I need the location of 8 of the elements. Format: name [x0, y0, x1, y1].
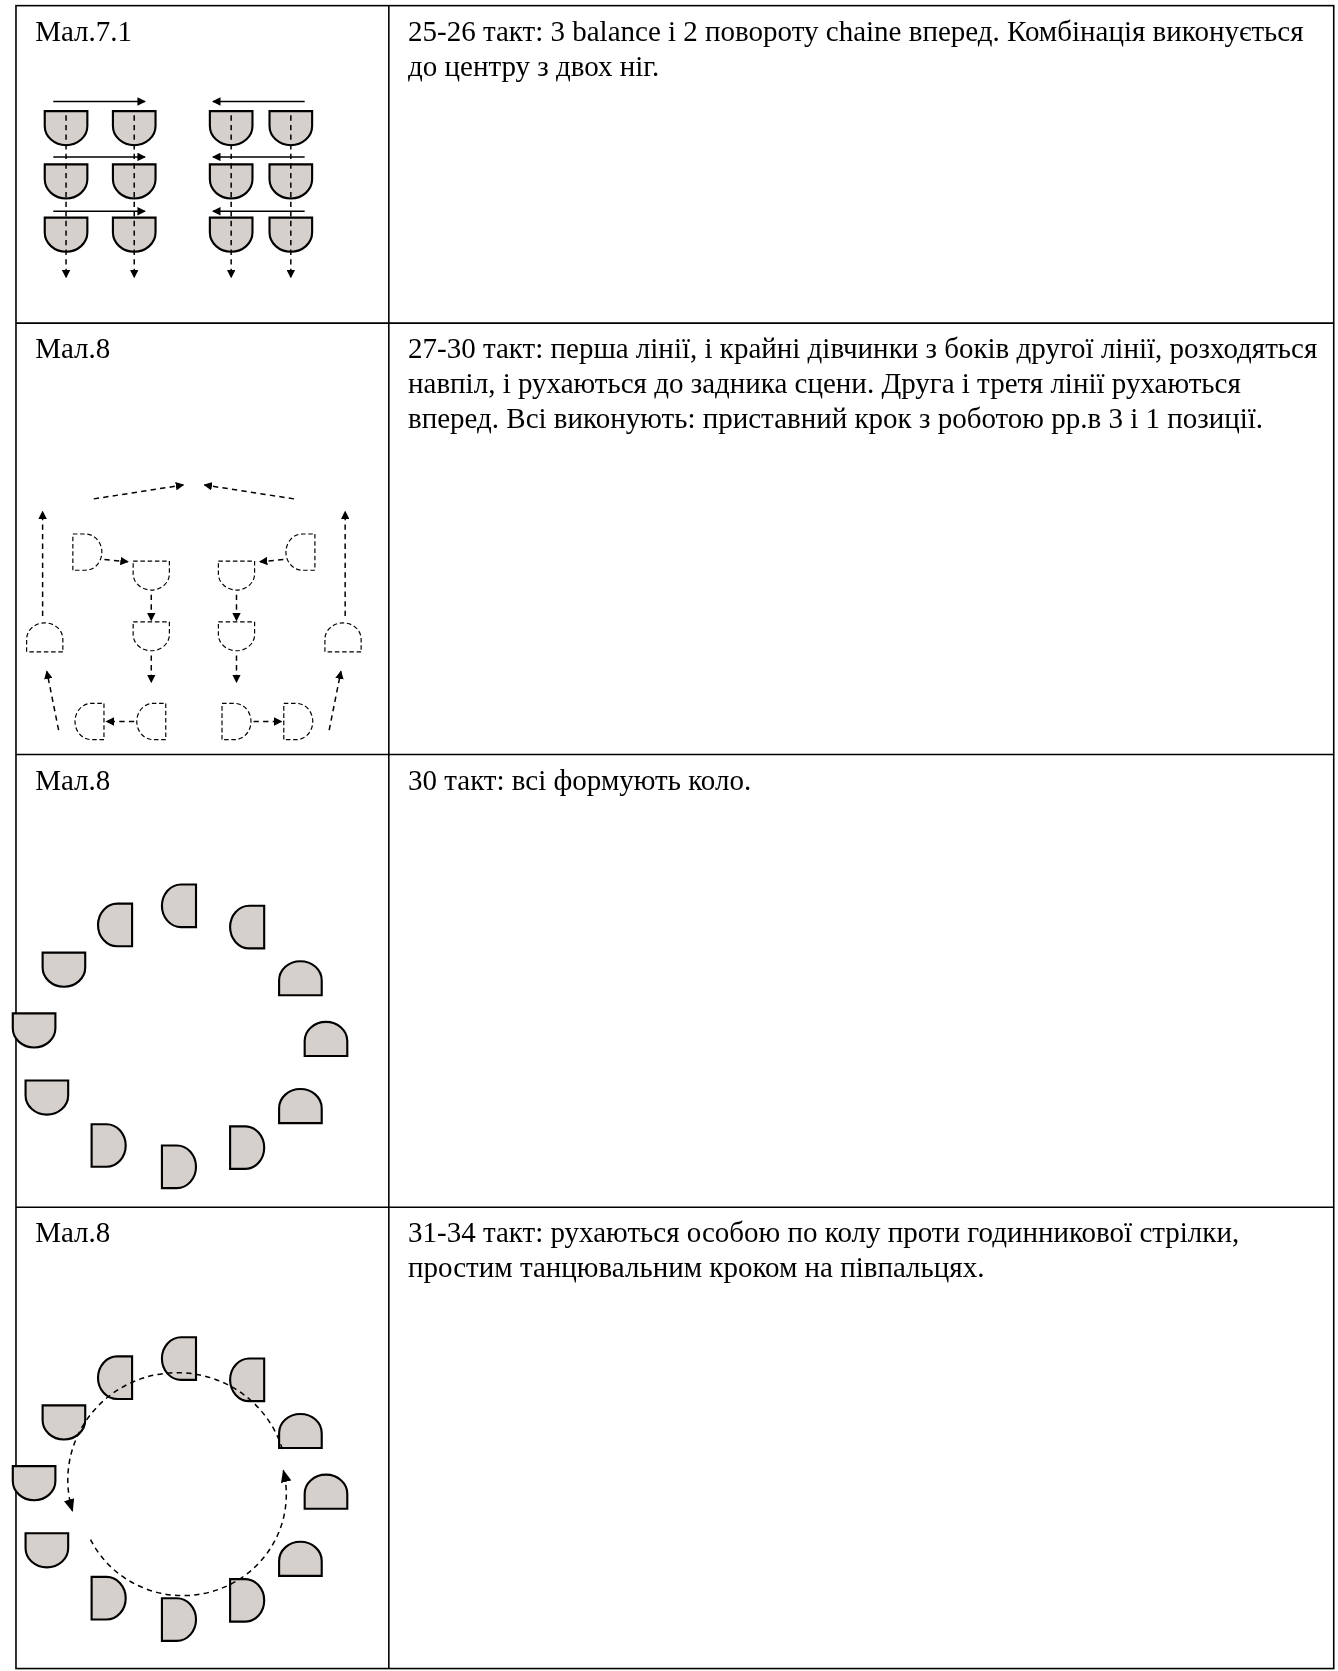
figure-label: Мал.8: [35, 762, 112, 798]
step-description: 31-34 такт: рухаються особою по колу проти годинникової стрілки, простим танцювальним кроком на півпальцях.: [408, 1215, 1241, 1286]
figure-label: Мал.7.1: [35, 13, 134, 49]
step-description: 30 такт: всі формують коло.: [408, 762, 753, 798]
step-description: 27-30 такт: перша лінії, і крайні дівчинки з боків другої лінії, розходяться навпіл, і рухаються до задника сцени. Друга і третя лінії рухаються вперед. Всі виконують: приставний крок з роботою рр.в 3 і 1 позиції.: [408, 331, 1319, 437]
figure-label: Мал.8: [35, 1215, 112, 1251]
figure-label: Мал.8: [35, 331, 112, 367]
step-description: 25-26 такт: 3 balance і 2 повороту chaine вперед. Комбінація виконується до центру з двох ніг.: [408, 13, 1305, 84]
